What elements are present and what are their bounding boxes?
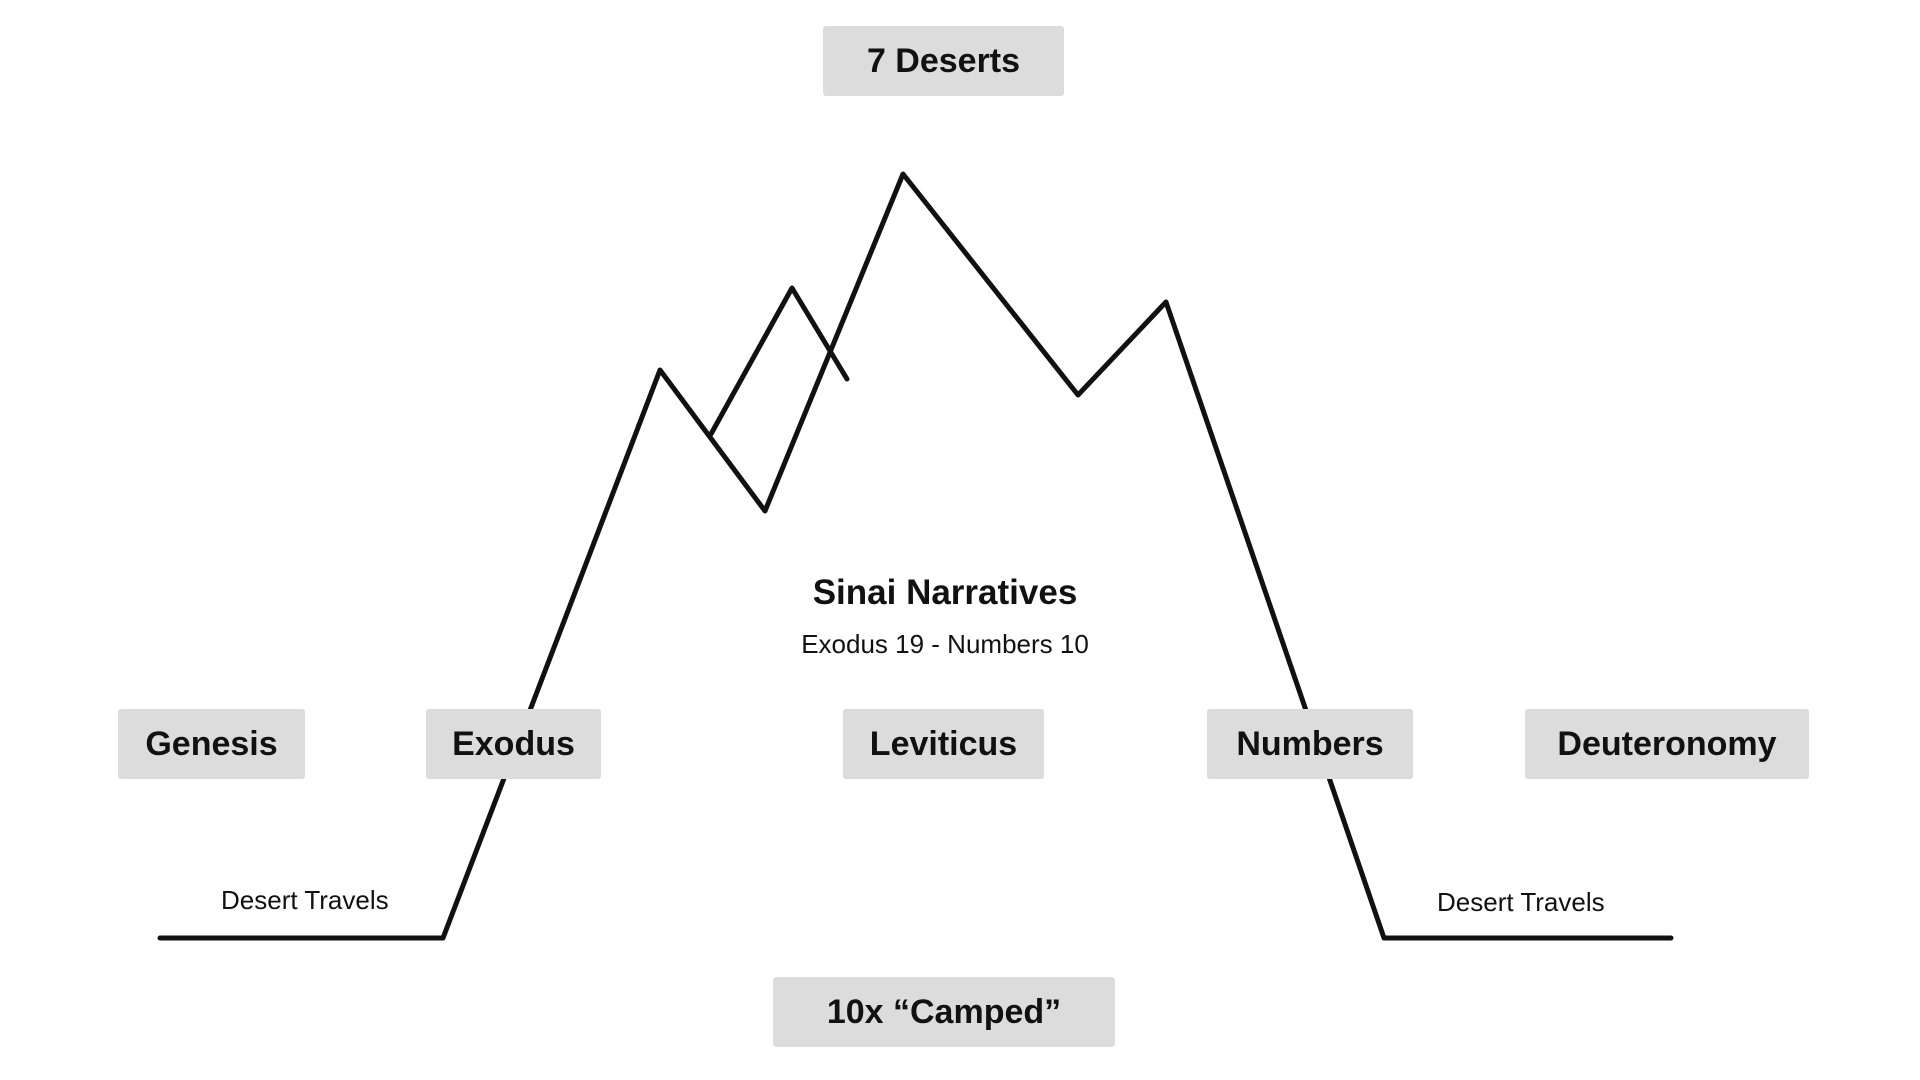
bottom-label: 10x “Camped” (826, 993, 1062, 1031)
book-numbers-box: Numbers (1207, 709, 1413, 779)
book-leviticus-box: Leviticus (843, 709, 1044, 779)
book-exodus-box: Exodus (426, 709, 601, 779)
book-leviticus: Leviticus (869, 725, 1018, 763)
book-genesis-box: Genesis (118, 709, 305, 779)
top-label-box: 7 Deserts (823, 26, 1064, 96)
desert-travels-right: Desert Travels (1437, 887, 1605, 917)
mountain-inner-peak (708, 285, 850, 437)
book-deuteronomy-box: Deuteronomy (1525, 709, 1809, 779)
center-subtitle: Exodus 19 - Numbers 10 (801, 629, 1089, 659)
top-label: 7 Deserts (866, 42, 1021, 80)
center-title: Sinai Narratives (812, 573, 1078, 612)
desert-travels-left: Desert Travels (221, 885, 389, 915)
book-genesis: Genesis (145, 725, 278, 763)
mountain-outline (157, 171, 1674, 941)
book-numbers: Numbers (1236, 725, 1384, 763)
bottom-label-box: 10x “Camped” (773, 977, 1115, 1047)
book-deuteronomy: Deuteronomy (1557, 725, 1777, 763)
book-exodus: Exodus (452, 725, 575, 763)
